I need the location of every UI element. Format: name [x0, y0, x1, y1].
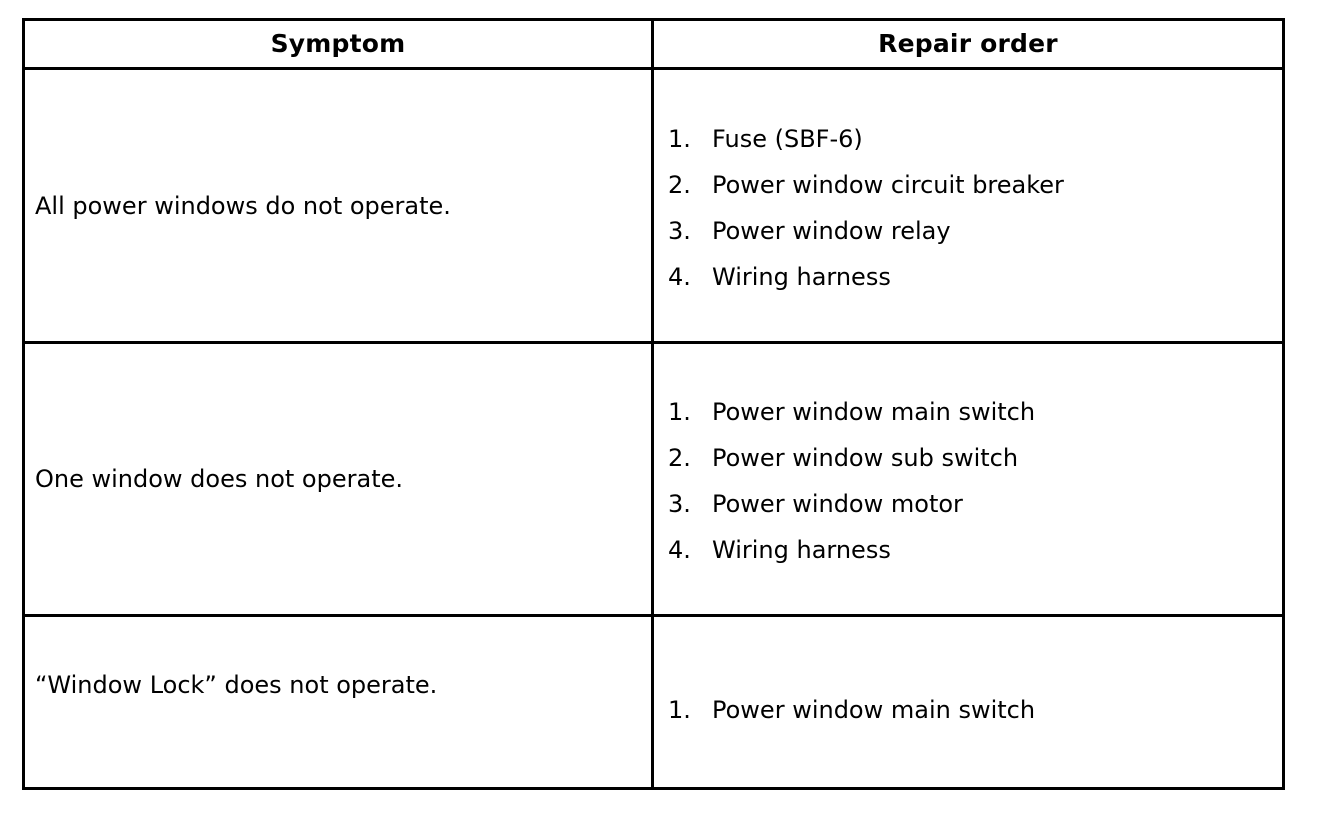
list-item: 1. Power window main switch	[668, 389, 1272, 435]
list-item: 1. Fuse (SBF-6)	[668, 116, 1272, 162]
symptom-repair-table: Symptom Repair order All power windows d…	[22, 18, 1285, 790]
list-item: 4. Wiring harness	[668, 254, 1272, 300]
repair-order-cell: 1. Fuse (SBF-6) 2. Power window circuit …	[651, 67, 1285, 344]
repair-order-list: 1. Power window main switch	[668, 687, 1272, 733]
list-item: 2. Power window circuit breaker	[668, 162, 1272, 208]
list-item-number: 3.	[668, 490, 691, 518]
list-item: 1. Power window main switch	[668, 687, 1272, 733]
list-item-number: 2.	[668, 170, 691, 199]
symptom-cell: “Window Lock” does not operate.	[22, 614, 654, 790]
list-item-label: Wiring harness	[712, 536, 891, 564]
list-item-number: 1.	[668, 696, 691, 724]
table-row: “Window Lock” does not operate. 1. Power…	[22, 614, 1285, 790]
symptom-text: All power windows do not operate.	[35, 191, 451, 220]
list-item: 2. Power window sub switch	[668, 435, 1272, 481]
table-body: All power windows do not operate. 1. Fus…	[22, 67, 1285, 790]
list-item-label: Power window circuit breaker	[712, 170, 1064, 199]
repair-order-cell: 1. Power window main switch	[651, 614, 1285, 790]
list-item-label: Wiring harness	[712, 262, 891, 291]
table-header-row: Symptom Repair order	[22, 18, 1285, 70]
list-item-label: Fuse (SBF-6)	[712, 124, 863, 153]
repair-order-cell: 1. Power window main switch 2. Power win…	[651, 341, 1285, 617]
symptom-text: One window does not operate.	[35, 465, 403, 493]
table-row: One window does not operate. 1. Power wi…	[22, 341, 1285, 617]
list-item-label: Power window main switch	[712, 398, 1036, 426]
list-item: 4. Wiring harness	[668, 527, 1272, 573]
list-item-label: Power window motor	[712, 490, 963, 518]
list-item-number: 3.	[668, 216, 691, 245]
list-item: 3. Power window motor	[668, 481, 1272, 527]
table-header: Symptom Repair order	[22, 18, 1285, 70]
symptom-text: “Window Lock” does not operate.	[35, 671, 438, 699]
repair-order-list: 1. Fuse (SBF-6) 2. Power window circuit …	[668, 116, 1272, 300]
repair-order-list: 1. Power window main switch 2. Power win…	[668, 389, 1272, 573]
list-item-number: 2.	[668, 444, 691, 472]
list-item-label: Power window main switch	[712, 696, 1036, 724]
symptom-cell: One window does not operate.	[22, 341, 654, 617]
list-item-label: Power window relay	[712, 216, 951, 245]
list-item: 3. Power window relay	[668, 208, 1272, 254]
table-row: All power windows do not operate. 1. Fus…	[22, 67, 1285, 344]
list-item-number: 1.	[668, 124, 691, 153]
list-item-number: 4.	[668, 536, 691, 564]
list-item-number: 4.	[668, 262, 691, 291]
list-item-label: Power window sub switch	[712, 444, 1019, 472]
column-header-symptom: Symptom	[22, 18, 654, 70]
symptom-cell: All power windows do not operate.	[22, 67, 654, 344]
list-item-number: 1.	[668, 398, 691, 426]
column-header-repair-order: Repair order	[651, 18, 1285, 70]
